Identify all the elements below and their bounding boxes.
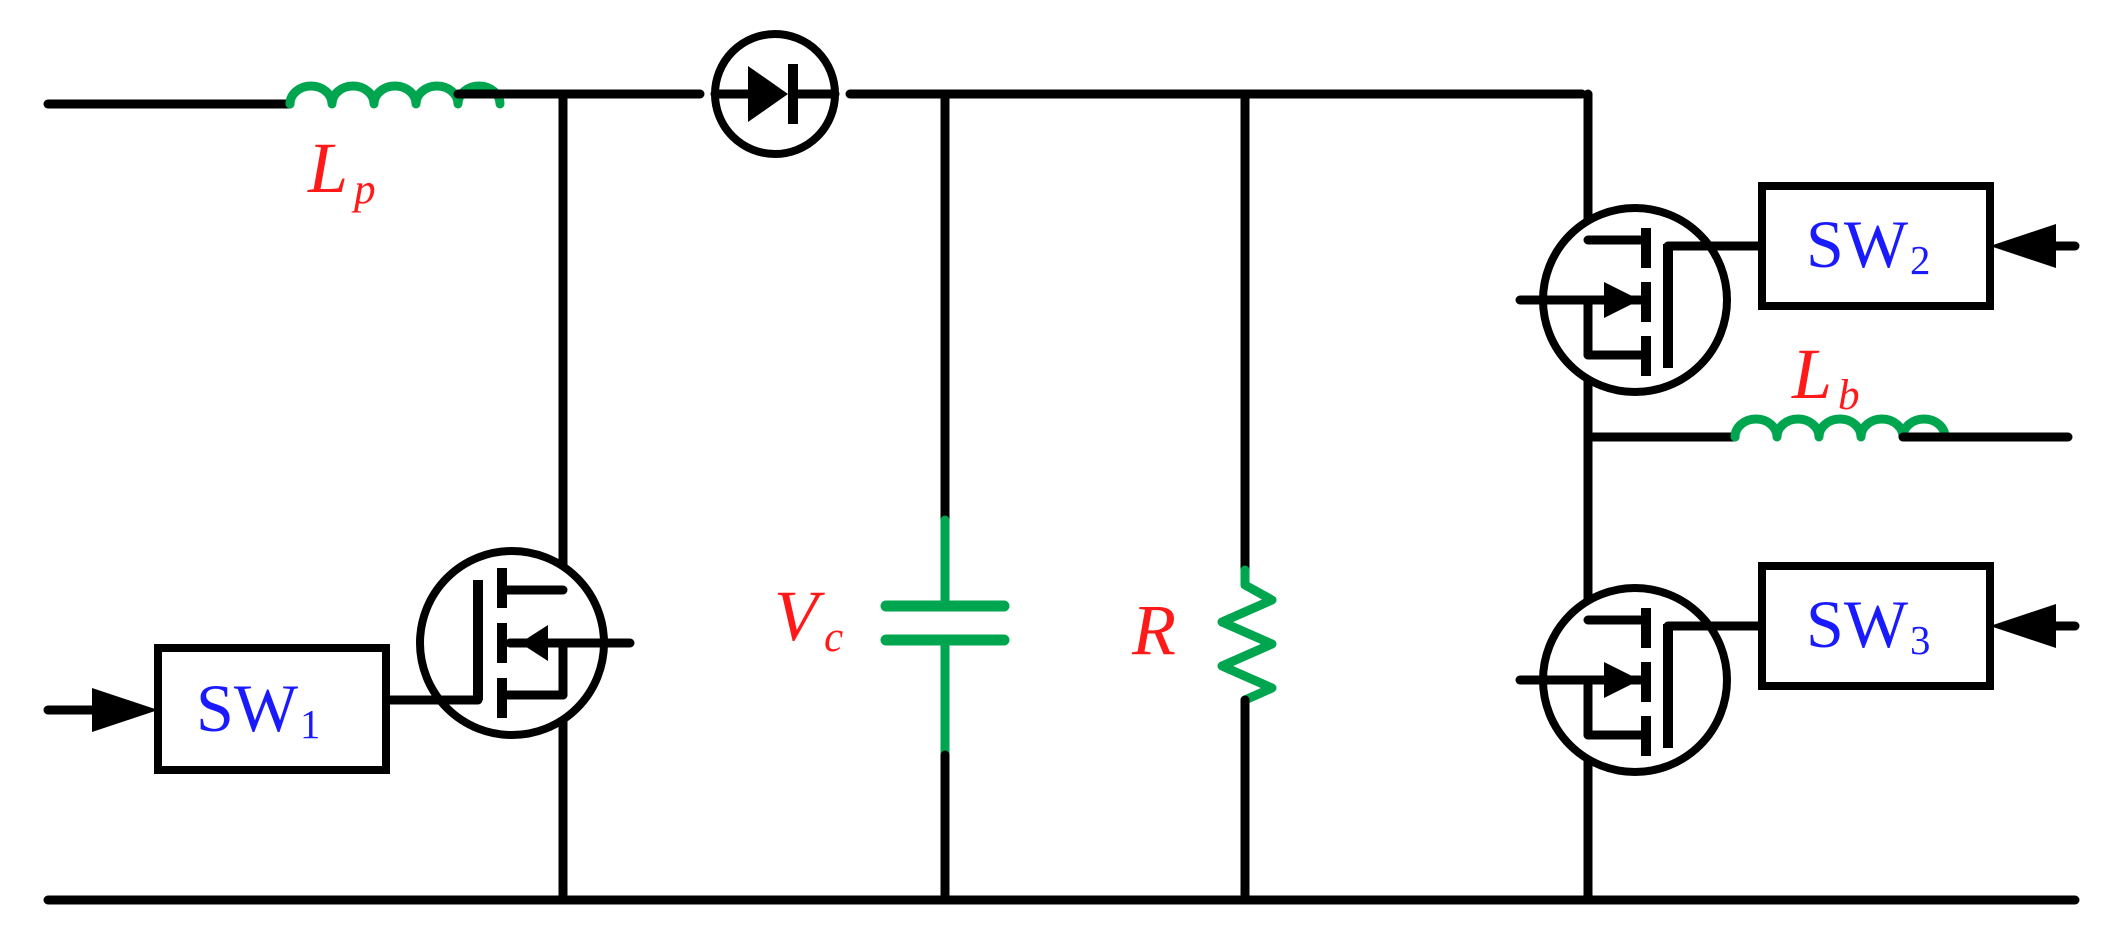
sw1-input-arrow [92,688,158,732]
sw3-input-arrow [1990,604,2056,648]
label-inductor-lp-symbol: L [308,128,349,208]
label-switch-3-subscript: 3 [1910,618,1931,664]
label-capacitor-subscript: c [823,613,844,661]
label-capacitor-symbol: V [774,576,818,656]
label-inductor-lb-subscript: b [1838,371,1860,419]
label-switch-3-symbol: SW [1806,586,1908,662]
resistor-zigzag [1217,565,1277,705]
label-inductor-lp-subscript: p [354,165,376,213]
mosfet-q1-body-arrow [520,625,548,661]
inductor-lb-coil [1730,414,1950,442]
label-resistor-symbol: R [1132,590,1176,670]
label-switch-1: SW1 [196,674,320,745]
label-switch-2-symbol: SW [1806,206,1908,282]
label-inductor-lb-symbol: L [1792,334,1833,414]
label-switch-1-symbol: SW [196,670,298,746]
label-switch-2-subscript: 2 [1910,238,1931,284]
label-switch-2: SW2 [1806,210,1930,281]
mosfet-q3 [1515,584,1767,776]
label-resistor: R [1132,594,1176,666]
label-switch-1-subscript: 1 [300,702,321,748]
mosfet-q1 [380,547,635,739]
diode [710,30,840,158]
mosfet-q2 [1515,204,1767,396]
label-switch-3: SW3 [1806,590,1930,661]
mosfet-q2-body-arrow [1604,282,1640,318]
sw2-input-arrow [1990,224,2056,268]
sw1-box [154,644,390,774]
mosfet-q3-body-arrow [1604,662,1640,698]
diode-triangle [748,66,788,122]
